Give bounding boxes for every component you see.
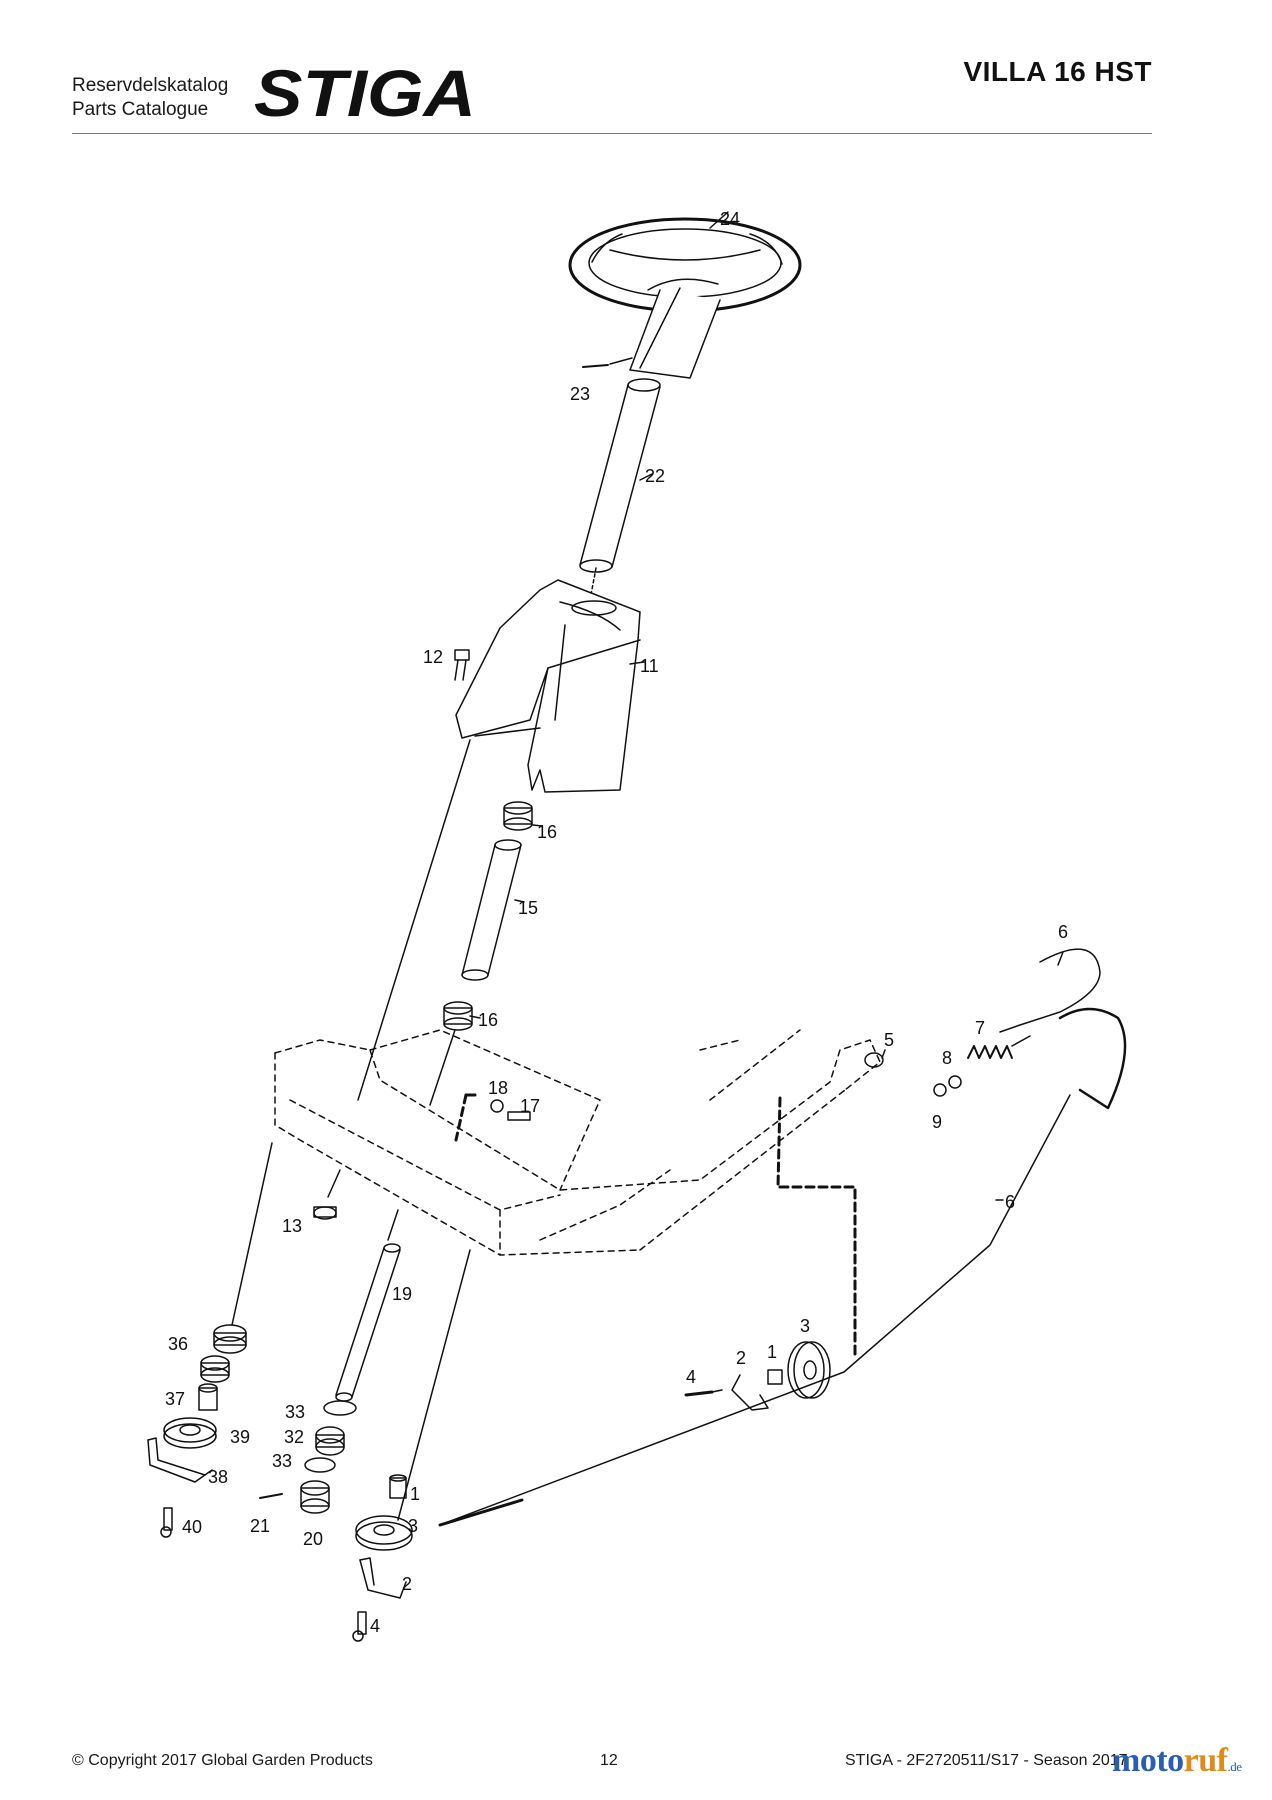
- callout-20: 20: [303, 1529, 323, 1549]
- callout-40: 40: [182, 1517, 202, 1537]
- bushing-upper: [503, 801, 533, 831]
- callout-22: 22: [645, 466, 665, 486]
- watermark-part1: moto: [1112, 1742, 1184, 1779]
- steering-shaft-upper: [579, 378, 661, 573]
- bolt-17: [490, 1099, 531, 1121]
- callout-7: 7: [975, 1018, 985, 1038]
- bushing-lower: [443, 1001, 473, 1031]
- catalog-title-swedish: Reservdelskatalog: [72, 75, 229, 96]
- callout-3-lower: 3: [408, 1516, 418, 1536]
- callout-33-lower: 33: [272, 1451, 292, 1471]
- callout-5: 5: [884, 1030, 894, 1050]
- footer-doc-reference: STIGA - 2F2720511/S17 - Season 2017: [845, 1752, 1128, 1769]
- brand-logo-text: STIGA: [254, 62, 476, 124]
- callout-19: 19: [392, 1284, 412, 1304]
- callout-38: 38: [208, 1467, 228, 1487]
- model-title: VILLA 16 HST: [963, 56, 1152, 87]
- nut-13: [313, 1206, 337, 1220]
- lower-pulley-assembly: [352, 1474, 413, 1642]
- callout-37: 37: [165, 1389, 185, 1409]
- callout-1-right: 1: [767, 1342, 777, 1362]
- bearing-stack-left: [147, 1324, 247, 1538]
- callout-39: 39: [230, 1427, 250, 1447]
- callout-36: 36: [168, 1334, 188, 1354]
- callout-23: 23: [570, 384, 590, 404]
- callout-21: 21: [250, 1516, 270, 1536]
- watermark-part2: ruf: [1183, 1742, 1228, 1779]
- callout-6-lower: 6: [1005, 1192, 1015, 1212]
- callout-18: 18: [488, 1078, 508, 1098]
- callout-33-upper: 33: [285, 1402, 305, 1422]
- callout-32: 32: [284, 1427, 304, 1447]
- footer-page-number: 12: [600, 1752, 618, 1769]
- header-divider: [72, 133, 1152, 134]
- bearing-stack-center: [259, 1400, 357, 1514]
- callout-2-right: 2: [736, 1348, 746, 1368]
- catalog-title-english: Parts Catalogue: [72, 99, 209, 120]
- steering-console: [455, 579, 641, 793]
- roll-pin: [582, 364, 609, 368]
- watermark-tld: .de: [1227, 1759, 1242, 1774]
- callout-15: 15: [518, 898, 538, 918]
- catalog-title-block: Reservdelskatalog Parts Catalogue: [72, 74, 228, 122]
- footer-copyright: © Copyright 2017 Global Garden Products: [72, 1752, 373, 1769]
- callout-4-right: 4: [686, 1367, 696, 1387]
- callout-9: 9: [932, 1112, 942, 1132]
- callout-11: 11: [640, 656, 659, 676]
- callout-17: 17: [520, 1096, 540, 1116]
- stiga-logo: STIGA: [254, 62, 476, 124]
- control-cable: [438, 948, 1127, 1527]
- chassis-frame: [274, 1029, 881, 1256]
- callout-4-lower: 4: [370, 1616, 380, 1636]
- tension-spring: [864, 1035, 1031, 1097]
- callout-12: 12: [423, 647, 443, 667]
- steering-tube: [461, 839, 522, 981]
- callout-13: 13: [282, 1216, 302, 1236]
- callout-8: 8: [942, 1048, 952, 1068]
- callout-24: 24: [720, 209, 740, 229]
- callout-1-lower: 1: [410, 1484, 420, 1504]
- steering-wheel: [568, 217, 802, 379]
- bolt-12: [454, 649, 470, 681]
- callout-6-upper: 6: [1058, 922, 1068, 942]
- callout-3-right: 3: [800, 1316, 810, 1336]
- motoruf-watermark: motoruf.de: [1112, 1742, 1242, 1780]
- pivot-rod: [335, 1243, 401, 1402]
- callout-16-upper: 16: [537, 822, 557, 842]
- callout-16-lower: 16: [478, 1010, 498, 1030]
- exploded-parts-diagram: 24 23 22 12 11 16 15 16 18 17 6 7 5 8 9 …: [147, 209, 1127, 1642]
- callout-2-lower: 2: [402, 1574, 412, 1594]
- right-pulley-assembly: [684, 1341, 831, 1411]
